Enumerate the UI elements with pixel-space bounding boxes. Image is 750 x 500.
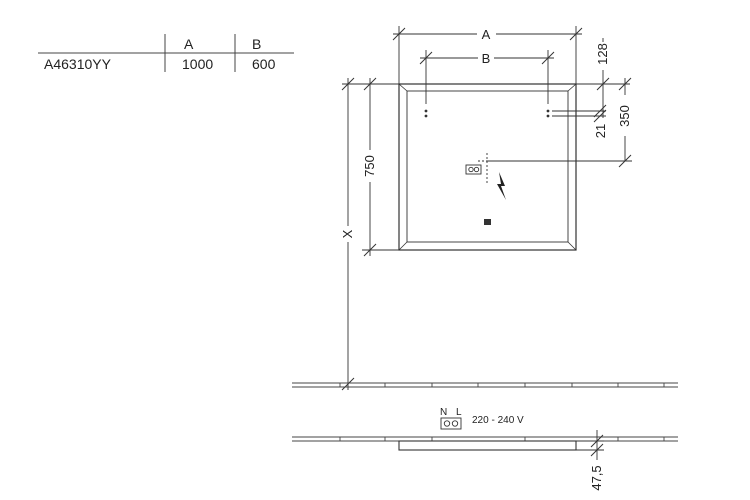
dimension-x-label: X <box>340 229 355 238</box>
neutral-label: N <box>440 407 447 418</box>
wall-line <box>292 436 678 442</box>
column-header-a: A <box>184 36 194 52</box>
dimension-b <box>419 50 555 104</box>
dimension-21-label: 21 <box>593 124 608 138</box>
model-number: A46310YY <box>44 56 111 72</box>
dimension-350 <box>487 77 632 168</box>
dimension-b-label: B <box>482 51 491 66</box>
terminal-block-icon <box>440 417 462 430</box>
value-a: 1000 <box>182 56 214 72</box>
column-header-b: B <box>252 36 262 52</box>
sensor-switch-icon <box>484 219 491 225</box>
dimension-depth-label: 47,5 <box>589 465 604 490</box>
dimension-128-label: 128 <box>595 43 610 65</box>
dimension-350-label: 350 <box>617 105 632 127</box>
voltage-label: 220 - 240 V <box>472 415 524 426</box>
dimension-750-label: 750 <box>362 155 377 177</box>
dimension-21 <box>552 104 607 123</box>
mounting-points <box>424 109 550 118</box>
dimension-a-label: A <box>482 27 491 42</box>
socket-icon <box>465 164 482 175</box>
mirror-front-view <box>398 83 577 251</box>
dimension-x <box>341 77 399 391</box>
dimension-a <box>392 26 583 84</box>
mirror-side-view <box>398 440 577 451</box>
live-label: L <box>456 407 462 418</box>
floor-line <box>292 382 678 388</box>
spec-table: A B A46310YY 1000 600 <box>36 34 296 74</box>
lightning-bolt-icon <box>497 172 506 200</box>
spec-table-lines <box>38 34 294 72</box>
dimension-depth <box>576 430 604 460</box>
value-b: 600 <box>252 56 276 72</box>
